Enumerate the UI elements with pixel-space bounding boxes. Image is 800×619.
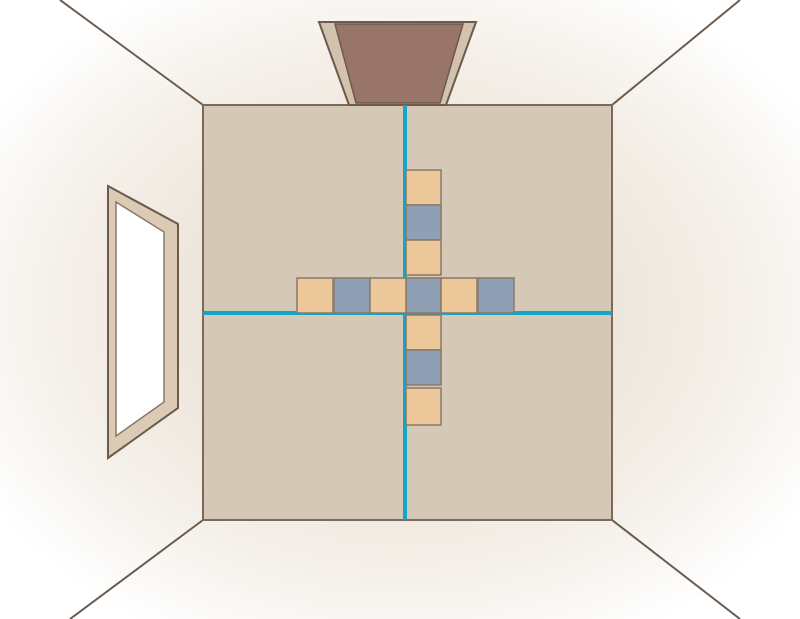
tile-blue — [405, 204, 442, 241]
tile-blue — [405, 349, 442, 386]
edge-bottom-right — [611, 519, 741, 619]
door — [317, 21, 478, 106]
window-glass — [115, 200, 165, 438]
door-panel — [334, 23, 464, 104]
tile-beige — [405, 169, 442, 206]
edge-bottom-left — [69, 519, 204, 619]
tile-beige — [369, 277, 407, 314]
tile-beige — [405, 387, 442, 426]
tile-beige — [405, 239, 442, 276]
tile-blue — [333, 277, 371, 314]
tile-beige — [405, 314, 442, 351]
edge-top-right — [611, 0, 741, 106]
tile-blue — [477, 277, 515, 314]
window — [107, 184, 179, 460]
tile-blue — [405, 277, 442, 314]
tile-layout — [296, 169, 515, 426]
room-perspective-edges — [59, 0, 741, 619]
edge-top-left — [59, 0, 204, 106]
tile-beige — [440, 277, 478, 314]
tile-beige — [296, 277, 334, 314]
